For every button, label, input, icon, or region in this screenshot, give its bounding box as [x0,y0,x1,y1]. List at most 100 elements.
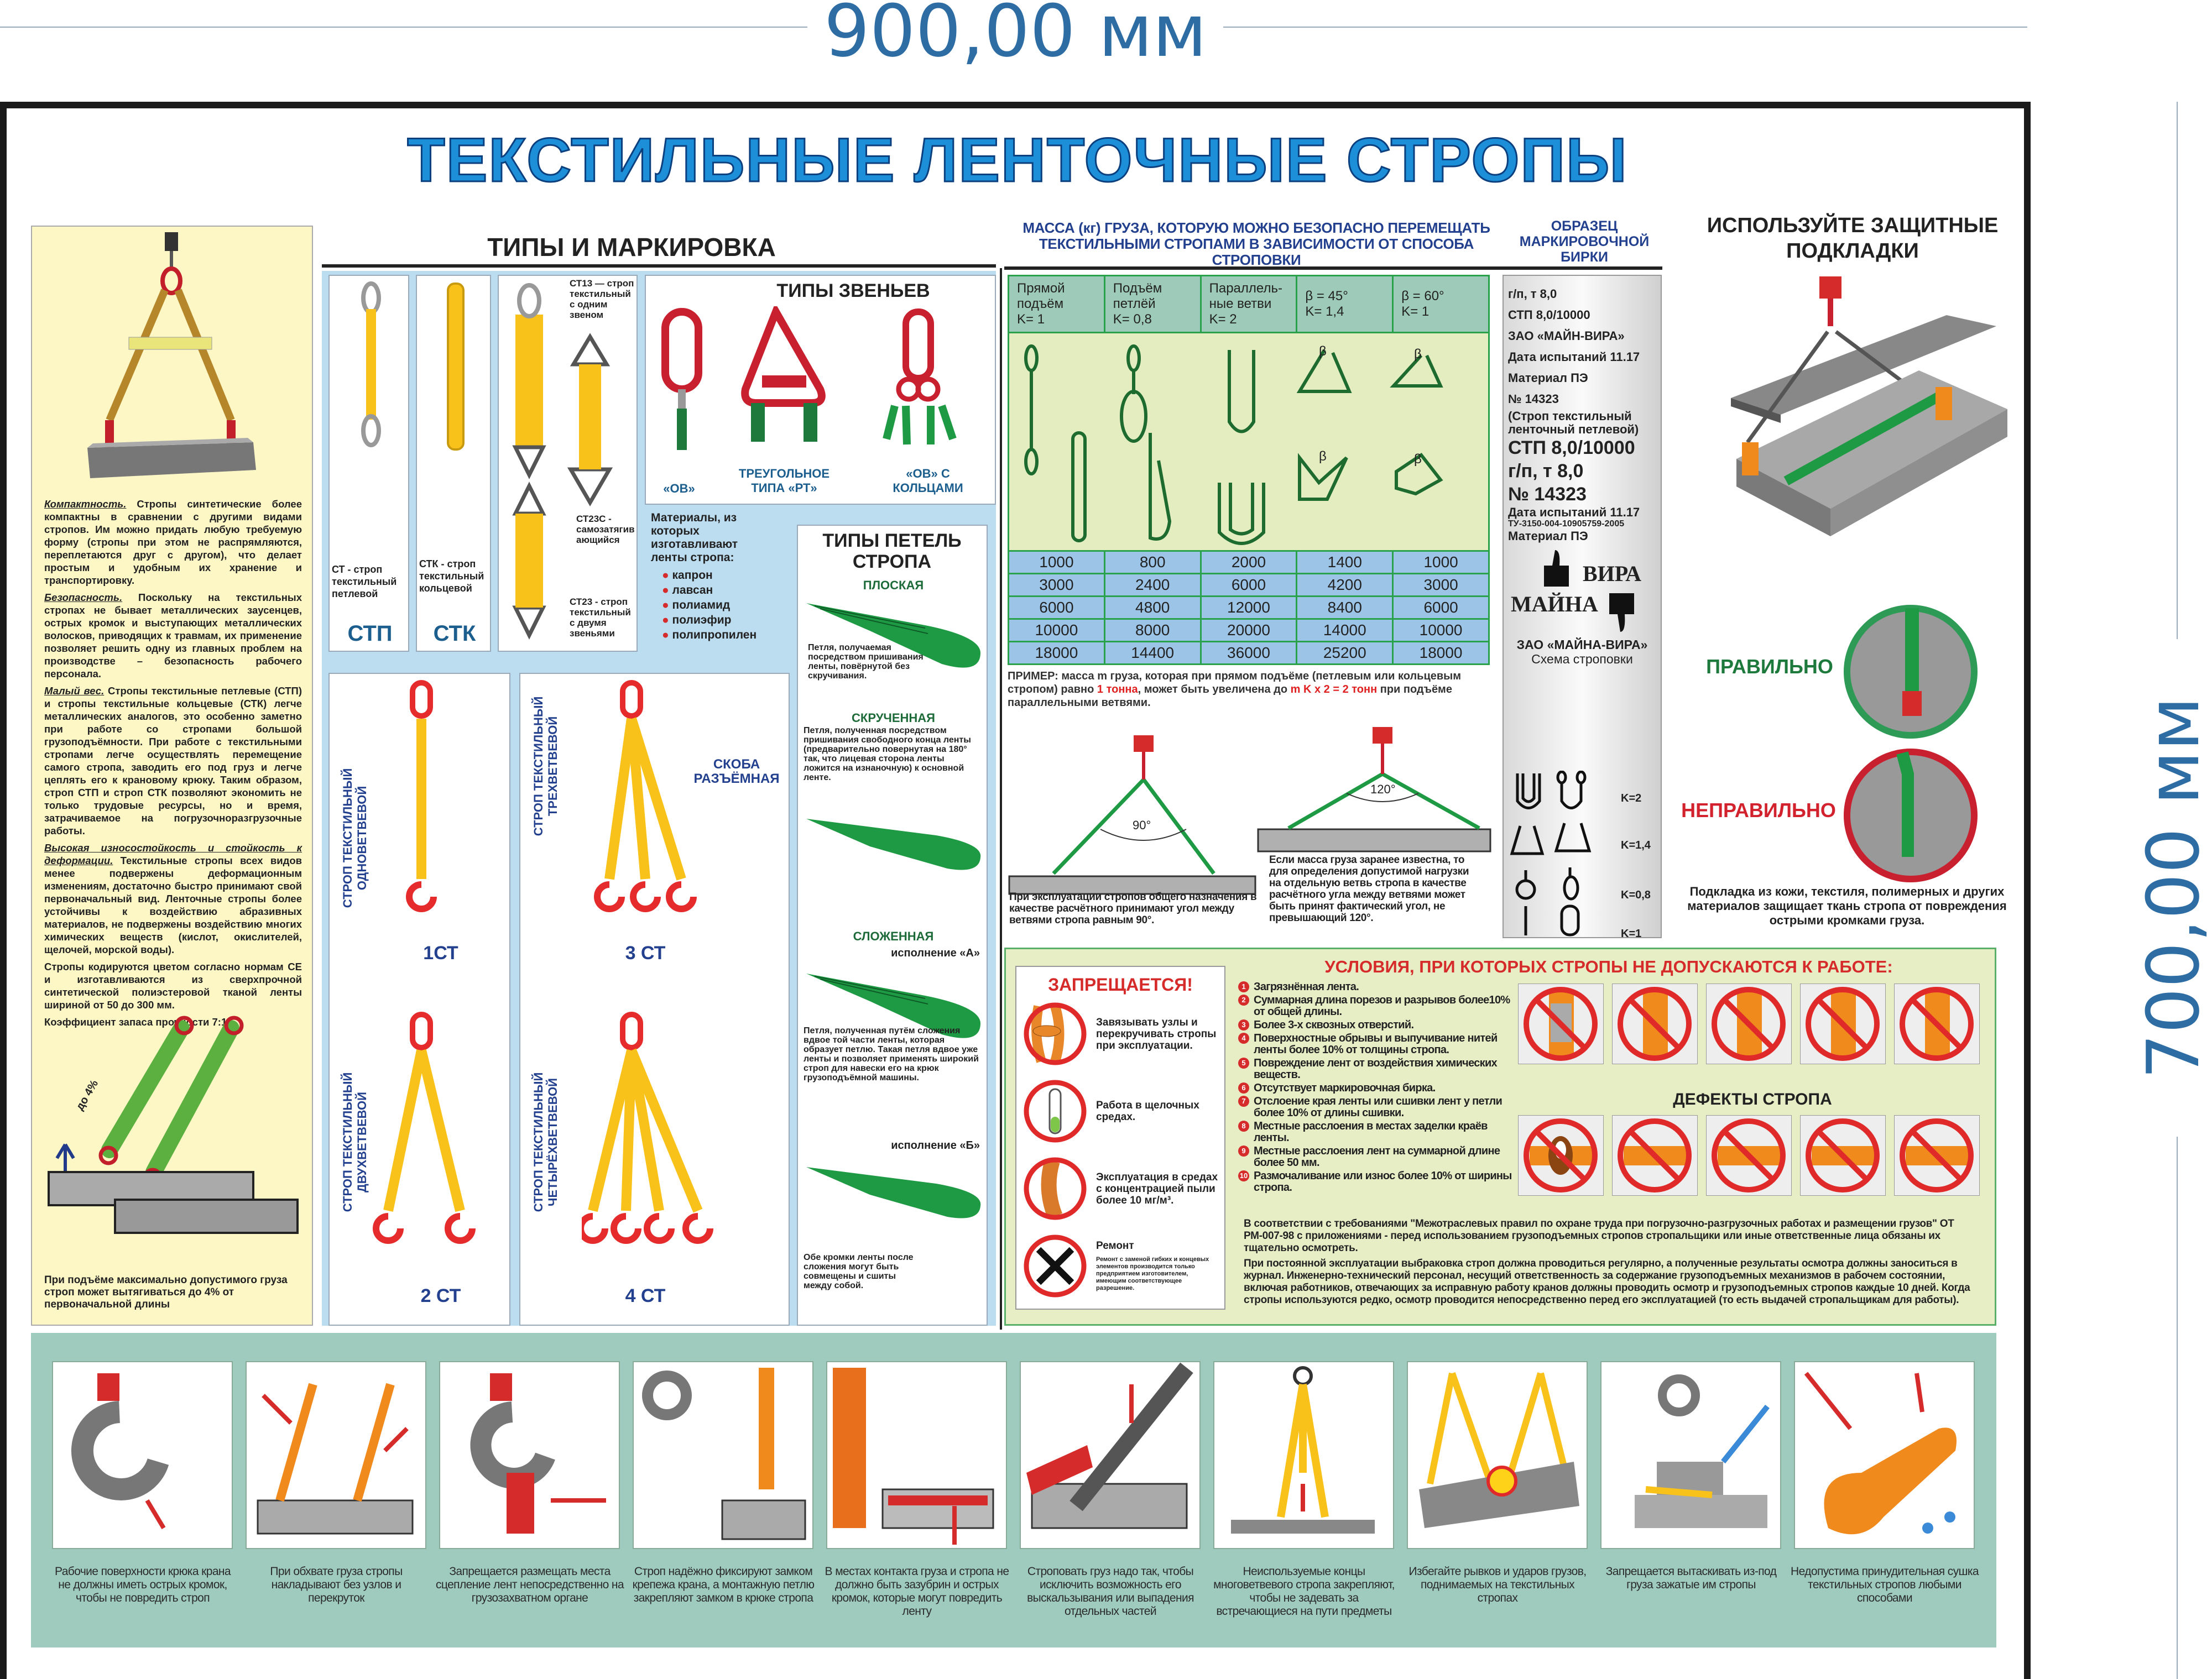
beta-label: β [1414,452,1422,467]
table-cell: 25200 [1297,642,1394,665]
stk-box: СТК - строп текстильный кольцевой СТК [416,275,491,652]
rule-illustration [826,1361,1007,1549]
rigging-scheme-icons [1510,771,1592,937]
advantages-text: Компактность. Стропы синтетические более… [44,498,302,1033]
table-cell: 1000 [1394,552,1490,574]
bullet-icon: ● [662,599,669,611]
stp-desc: СТ - строп текстильный петлевой [332,564,397,599]
defect-photo [1612,1115,1698,1196]
tag-company: ЗАО «МАЙНА-ВИРА» [1516,637,1648,652]
table-cell: 3000 [1394,574,1490,597]
sling-side-label: СТРОП ТЕКСТИЛЬНЫЙ ЧЕТЫРЁХВЕТВЕВОЙ [531,1072,560,1212]
sling-side-label: СТРОП ТЕКСТИЛЬНЫЙ ДВУХВЕТВЕВОЙ [341,1072,369,1212]
item-number: 7 [1238,1096,1249,1107]
item-number: 1 [1238,981,1249,992]
sling-drawing [406,680,437,912]
table-cell: 3000 [1008,574,1105,597]
pads-right-label: ПРАВИЛЬНО [1706,655,1833,678]
table-cell: 10000 [1394,620,1490,642]
prohibition-icon [1024,1002,1087,1065]
loop-sling-icon [361,281,381,447]
angle-90-label: 90° [1133,818,1151,832]
k-label: K=0,8 [1621,889,1651,901]
rule-illustration [1407,1361,1588,1549]
rule-illustration [246,1361,426,1549]
angle-120-label: 120° [1370,782,1396,796]
link-ov: «ОВ» [663,482,695,495]
material-item: ● полипропилен [662,629,757,641]
right-pad-example [1844,605,1978,739]
link-types-box: ТИПЫ ЗВЕНЬЕВ «ОВ» ТРЕУГОЛЬНОЕ ТИПА «РТ» … [645,275,996,505]
loop-types-title: ТИПЫ ПЕТЕЛЬ СТРОПА [822,530,962,572]
table-cell: 18000 [1394,642,1490,665]
item-number: 10 [1238,1170,1249,1181]
sling-side-label: СТРОП ТЕКСТИЛЬНЫЙ ТРЕХВЕТВЕВОЙ [531,696,560,836]
forbidden-subtext: Ремонт с заменой гибких и концевых элеме… [1096,1256,1209,1291]
sling-side-label: СТРОП ТЕКСТИЛЬНЫЙ ОДНОВЕТВЕВОЙ [341,768,369,908]
conditions-title: УСЛОВИЯ, ПРИ КОТОРЫХ СТРОПЫ НЕ ДОПУСКАЮТ… [1324,957,1893,976]
sling-1st [372,680,538,926]
safety-rules-band: Рабочие поверхности крюка крана не должн… [31,1333,1996,1647]
rule-illustration [1213,1361,1394,1549]
rule-illustration [1020,1361,1201,1549]
table-cell: 4200 [1297,574,1394,597]
angle-diagrams: 90° 120° [1008,727,1491,895]
defect-photo [1706,1115,1792,1196]
defect-photo [1518,1115,1604,1196]
paragraph: Высокая износостойкость и стойкость к де… [44,842,302,955]
paragraph: Компактность. Стропы синтетические более… [44,498,302,586]
tag-line: Дата испытаний 11.17 [1508,350,1640,364]
table-cell: 14000 [1297,620,1394,642]
paragraph: Малый вес. Стропы текстильные петлевые (… [44,685,302,836]
item-number: 8 [1238,1121,1249,1132]
table-cell: 20000 [1201,620,1298,642]
crane-sling-illustration [87,232,256,478]
rule-caption: При обхвате груза стропы накладывают без… [270,1565,403,1604]
sling-code: 3 СТ [625,943,666,964]
loop-flat-name: ПЛОСКАЯ [863,578,924,592]
link-ov-rings: «ОВ» С КОЛЬЦАМИ [893,467,963,495]
advantages-panel: Компактность. Стропы синтетические более… [31,226,313,1326]
item-number: 2 [1238,995,1249,1006]
table-cell: 8000 [1105,620,1202,642]
rule-caption: Избегайте рывков и ударов грузов, подним… [1408,1565,1587,1604]
loop-folded-a: исполнение «А» [891,947,980,959]
stk-desc: СТК - строп текстильный кольцевой [419,558,484,594]
k-label: K=1 [1621,928,1642,940]
loop-types-box: ТИПЫ ПЕТЕЛЬ СТРОПА ПЛОСКАЯ Петля, получа… [797,525,988,1326]
forbidden-item: Завязывать узлы и перекручивать стропы п… [1016,995,1224,1073]
bullet-icon: ● [662,584,669,597]
paragraph: Безопасность. Поскольку на текстильных с… [44,592,302,679]
rigging-diagrams: β β β β [1024,344,1443,545]
item-number: 6 [1238,1082,1249,1094]
height-dimension: 700,00 мм [2131,639,2212,1137]
defects-title: ДЕФЕКТЫ СТРОПА [1673,1090,1832,1108]
forbidden-title: ЗАПРЕЩАЕТСЯ! [1048,975,1193,995]
stretch-caption: При подъёме максимально допустимого груз… [44,1274,288,1310]
defect-photo [1894,984,1980,1064]
tag-big-3: № 14323 [1508,484,1587,505]
k-label: K=2 [1621,792,1642,804]
diagram-row: β β β β [1008,333,1490,552]
defect-photo [1706,984,1792,1064]
loop-folded-b-desc: Обе кромки ленты после сложения могут бы… [804,1253,914,1290]
straight-lift-diagram [1024,344,1087,542]
tag-scheme: Схема строповки [1531,652,1633,666]
twisted-loop-icon [806,819,981,870]
rule-illustration [633,1361,813,1549]
material-item: ● полиамид [662,599,731,611]
thumb-down-icon [1609,593,1634,632]
item-number: 4 [1238,1033,1249,1044]
rule-illustration [1794,1361,1975,1549]
pads-wrong-label: НЕПРАВИЛЬНО [1681,799,1836,822]
sling-code: 4 СТ [625,1285,666,1306]
rule-illustration [439,1361,620,1549]
link-rt: ТРЕУГОЛЬНОЕ ТИПА «РТ» [738,467,830,495]
